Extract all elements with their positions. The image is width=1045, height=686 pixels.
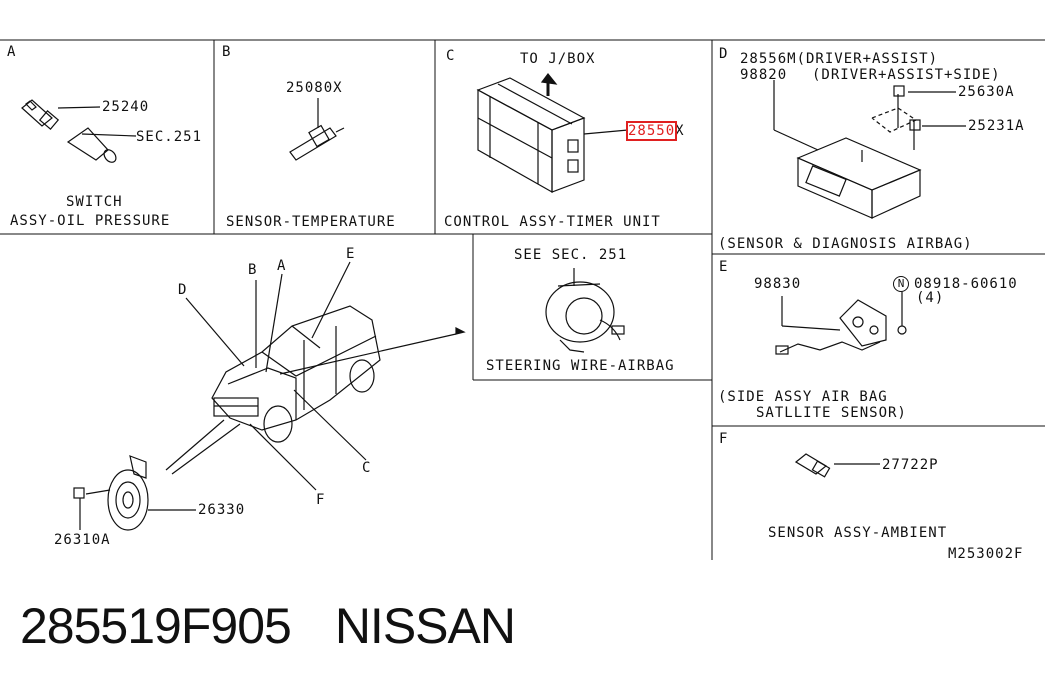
panel-e-caption-1: (SIDE ASSY AIR BAG [718,389,888,405]
part-25080x: 25080X [286,80,343,96]
part-98820-desc: (DRIVER+ASSIST+SIDE) [812,67,1001,83]
vehicle-callout-a: A [277,258,287,274]
ambient-sensor-drawing [794,453,880,478]
steering-ref: SEE SEC. 251 [514,247,628,263]
panel-e-caption-2: SATLLITE SENSOR) [756,405,907,421]
panel-d-caption: (SENSOR & DIAGNOSIS AIRBAG) [718,236,973,252]
footer-title: 285519F905 NISSAN [20,596,516,656]
panel-a-caption-2: ASSY-OIL PRESSURE [10,213,171,229]
panel-a-letter: A [7,44,17,60]
timer-unit-drawing [476,73,629,194]
vehicle-callout-e: E [346,246,356,262]
part-highlight-digit: 0 [665,123,676,139]
part-sec-251: SEC.251 [136,129,203,145]
part-quantity: (4) [916,290,945,306]
vehicle-callout-f: F [316,492,326,508]
part-25630a: 25630A [958,84,1015,100]
vehicle-callout-lines [165,261,466,491]
part-08918-60610: 08918-60610 [914,276,1018,292]
vehicle-callout-b: B [248,262,258,278]
part-28556m-number: 28556M [740,51,797,67]
part-28556m-desc: (DRIVER+ASSIST) [796,51,939,67]
part-28550x[interactable]: 28550X [625,121,685,141]
horn-drawing [73,455,196,531]
part-28556m: 28556M(DRIVER+ASSIST) [740,51,938,67]
panel-b-caption: SENSOR-TEMPERATURE [226,214,396,230]
vehicle-drawing [211,305,381,443]
part-27722p: 27722P [882,457,939,473]
part-98830: 98830 [754,276,802,292]
steering-wire-drawing [545,268,625,353]
part-suffix: X [675,123,685,139]
panel-b-letter: B [222,44,232,60]
nut-symbol-icon: N [893,276,909,292]
part-26330: 26330 [198,502,246,518]
panel-f-letter: F [719,431,729,447]
panel-f-caption: SENSOR ASSY-AMBIENT [768,525,948,541]
panel-c-caption: CONTROL ASSY-TIMER UNIT [444,214,661,230]
to-jbox-label: TO J/BOX [520,51,596,67]
vehicle-callout-c: C [362,460,372,476]
panel-c-letter: C [446,48,456,64]
panel-e-letter: E [719,259,729,275]
steering-caption: STEERING WIRE-AIRBAG [486,358,675,374]
airbag-sensor-unit-drawing [773,80,966,219]
panel-a-caption-1: SWITCH [66,194,123,210]
part-25240: 25240 [102,99,150,115]
part-prefix: 2855 [628,123,666,139]
part-number-highlight[interactable]: 28550 [625,121,678,141]
part-26310a: 26310A [54,532,111,548]
temperature-sensor-drawing [289,98,345,161]
footer-part-number: 285519F905 [20,598,292,654]
panel-d-letter: D [719,46,729,62]
satellite-sensor-drawing [775,292,907,355]
oil-pressure-switch-drawing [21,99,137,163]
footer-brand: NISSAN [334,598,516,654]
part-98820: 98820 [740,67,788,83]
vehicle-callout-d: D [178,282,188,298]
panel-grid-lines [0,39,1045,560]
part-25231a: 25231A [968,118,1025,134]
drawing-code: M253002F [948,546,1024,562]
